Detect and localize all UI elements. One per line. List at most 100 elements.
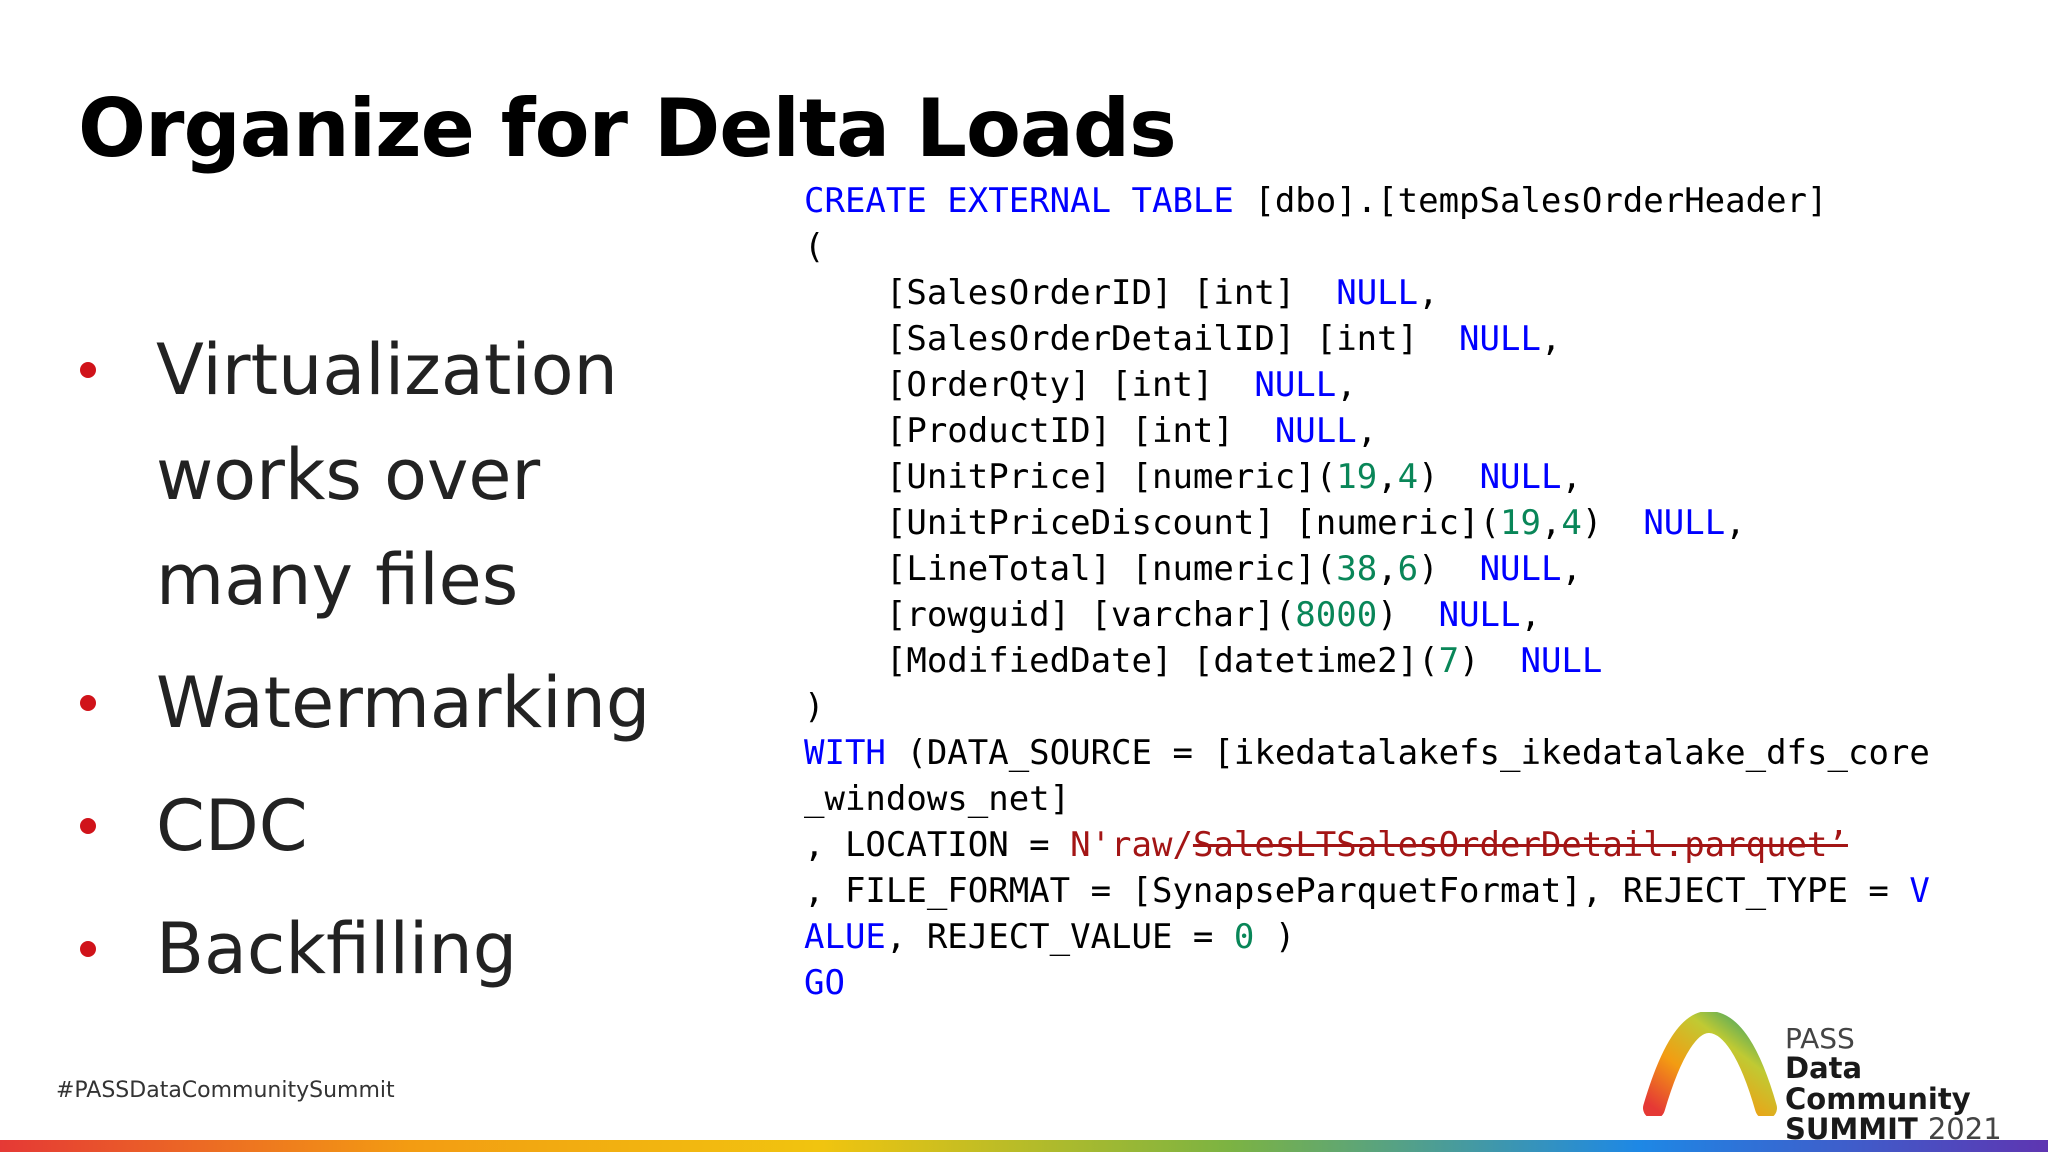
code-line: , LOCATION = N'raw/SalesLTSalesOrderDeta… bbox=[804, 822, 1930, 868]
code-text: [rowguid] [varchar]( bbox=[804, 595, 1296, 635]
code-text: [ProductID] [int] bbox=[804, 411, 1275, 451]
bullet-text: Backfilling bbox=[156, 908, 518, 990]
code-keyword: V bbox=[1909, 871, 1930, 911]
code-text: , bbox=[1418, 273, 1439, 313]
code-text: [dbo].[tempSalesOrderHeader] bbox=[1233, 181, 1828, 221]
code-text: ) bbox=[1581, 503, 1644, 543]
logo-summit-line: SUMMIT 2021 bbox=[1785, 1114, 2048, 1144]
code-text: , bbox=[1540, 503, 1562, 543]
code-text: , bbox=[1336, 365, 1357, 405]
logo-data-community: Data Community bbox=[1785, 1051, 1971, 1116]
code-text: ) bbox=[1254, 917, 1296, 957]
code-keyword: WITH bbox=[804, 733, 886, 773]
code-keyword: NULL bbox=[1479, 457, 1562, 497]
code-text: [SalesOrderDetailID] [int] bbox=[804, 319, 1460, 359]
code-text: [UnitPriceDiscount] [numeric]( bbox=[804, 503, 1500, 543]
code-text: , bbox=[1377, 457, 1398, 497]
slide-title: Organize for Delta Loads bbox=[78, 82, 1177, 175]
code-line: [rowguid] [varchar](8000) NULL, bbox=[804, 592, 1930, 638]
bullet-dot-icon bbox=[80, 941, 96, 957]
code-line: [UnitPriceDiscount] [numeric](19,4) NULL… bbox=[804, 500, 1930, 546]
bullet-dot-icon bbox=[80, 362, 96, 378]
bullet-text: Watermarking bbox=[156, 662, 651, 744]
code-number: 19 bbox=[1499, 503, 1541, 543]
code-text: , bbox=[1377, 549, 1398, 589]
code-text: (DATA_SOURCE = [ikedatalakefs_ikedatalak… bbox=[885, 733, 1930, 773]
code-line: WITH (DATA_SOURCE = [ikedatalakefs_ikeda… bbox=[804, 730, 1930, 776]
code-text: , REJECT_VALUE = bbox=[885, 917, 1234, 957]
code-text: [LineTotal] [numeric]( bbox=[804, 549, 1337, 589]
code-text: , bbox=[1561, 549, 1582, 589]
code-keyword: NULL bbox=[1274, 411, 1357, 451]
code-line: ) bbox=[804, 684, 1930, 730]
code-text: [OrderQty] [int] bbox=[804, 365, 1255, 405]
code-string: N'raw/ bbox=[1070, 825, 1193, 865]
bullet-dot-icon bbox=[80, 818, 96, 834]
code-line: CREATE EXTERNAL TABLE [dbo].[tempSalesOr… bbox=[804, 178, 1930, 224]
bullet-item: CDC bbox=[78, 774, 738, 879]
bullet-dot-icon bbox=[80, 695, 96, 711]
footer-gradient-bar bbox=[0, 1140, 2048, 1152]
logo-summit: SUMMIT bbox=[1785, 1112, 1918, 1147]
bullet-item: Backfilling bbox=[78, 897, 738, 1002]
code-number: 4 bbox=[1397, 457, 1419, 497]
code-line: , FILE_FORMAT = [SynapseParquetFormat], … bbox=[804, 868, 1930, 914]
code-text: [UnitPrice] [numeric]( bbox=[804, 457, 1337, 497]
code-text: , bbox=[1561, 457, 1582, 497]
logo-year: 2021 bbox=[1927, 1112, 2002, 1147]
code-text: [SalesOrderID] [int] bbox=[804, 273, 1337, 313]
code-keyword: NULL bbox=[1459, 319, 1541, 359]
code-text: ( bbox=[804, 227, 825, 267]
code-keyword: NULL bbox=[1479, 549, 1562, 589]
code-line: ALUE, REJECT_VALUE = 0 ) bbox=[804, 914, 1930, 960]
code-text: ) bbox=[804, 687, 825, 727]
code-keyword: GO bbox=[804, 963, 845, 1003]
code-keyword: CREATE EXTERNAL TABLE bbox=[804, 181, 1234, 221]
code-text: , FILE_FORMAT = [SynapseParquetFormat], … bbox=[804, 871, 1910, 911]
code-text: _windows_net] bbox=[804, 779, 1071, 819]
code-line: [OrderQty] [int] NULL, bbox=[804, 362, 1930, 408]
event-hashtag: #PASSDataCommunitySummit bbox=[56, 1078, 395, 1103]
code-keyword: NULL bbox=[1254, 365, 1337, 405]
code-number: 7 bbox=[1438, 641, 1460, 681]
code-text: ) bbox=[1418, 549, 1480, 589]
code-string-struck: SalesLTSalesOrderDetail.parquet’ bbox=[1192, 825, 1848, 865]
code-text: , LOCATION = bbox=[804, 825, 1071, 865]
code-line: _windows_net] bbox=[804, 776, 1930, 822]
bullet-item: Watermarking bbox=[78, 651, 738, 756]
code-keyword: NULL bbox=[1520, 641, 1603, 681]
pass-logo-icon bbox=[1643, 1012, 1777, 1116]
code-number: 8000 bbox=[1295, 595, 1378, 635]
code-text: , bbox=[1540, 319, 1562, 359]
code-number: 6 bbox=[1397, 549, 1419, 589]
code-text: [ModifiedDate] [datetime2]( bbox=[804, 641, 1439, 681]
code-keyword: NULL bbox=[1438, 595, 1521, 635]
bullet-text: CDC bbox=[156, 785, 308, 867]
bullet-text: Virtualization works over many files bbox=[156, 329, 618, 621]
code-text: ) bbox=[1459, 641, 1521, 681]
bullet-item: Virtualization works over many files bbox=[78, 318, 738, 633]
bullet-list: Virtualization works over many files Wat… bbox=[78, 318, 738, 1002]
code-text: , bbox=[1725, 503, 1746, 543]
code-number: 38 bbox=[1336, 549, 1378, 589]
code-line: [UnitPrice] [numeric](19,4) NULL, bbox=[804, 454, 1930, 500]
logo-pass: PASS bbox=[1785, 1022, 1855, 1055]
code-keyword: ALUE bbox=[804, 917, 886, 957]
code-line: [ProductID] [int] NULL, bbox=[804, 408, 1930, 454]
code-text: , bbox=[1356, 411, 1378, 451]
code-line: [LineTotal] [numeric](38,6) NULL, bbox=[804, 546, 1930, 592]
code-line: GO bbox=[804, 960, 1930, 1006]
code-line: ( bbox=[804, 224, 1930, 270]
code-number: 19 bbox=[1336, 457, 1378, 497]
code-line: [SalesOrderID] [int] NULL, bbox=[804, 270, 1930, 316]
code-keyword: NULL bbox=[1336, 273, 1419, 313]
code-line: [SalesOrderDetailID] [int] NULL, bbox=[804, 316, 1930, 362]
code-keyword: NULL bbox=[1643, 503, 1726, 543]
code-number: 0 bbox=[1233, 917, 1255, 957]
logo-text: PASS Data Community SUMMIT 2021 bbox=[1785, 1024, 2048, 1145]
code-line: [ModifiedDate] [datetime2](7) NULL bbox=[804, 638, 1930, 684]
code-text: , bbox=[1520, 595, 1541, 635]
code-text: ) bbox=[1418, 457, 1480, 497]
code-text: ) bbox=[1377, 595, 1439, 635]
code-number: 4 bbox=[1561, 503, 1582, 543]
